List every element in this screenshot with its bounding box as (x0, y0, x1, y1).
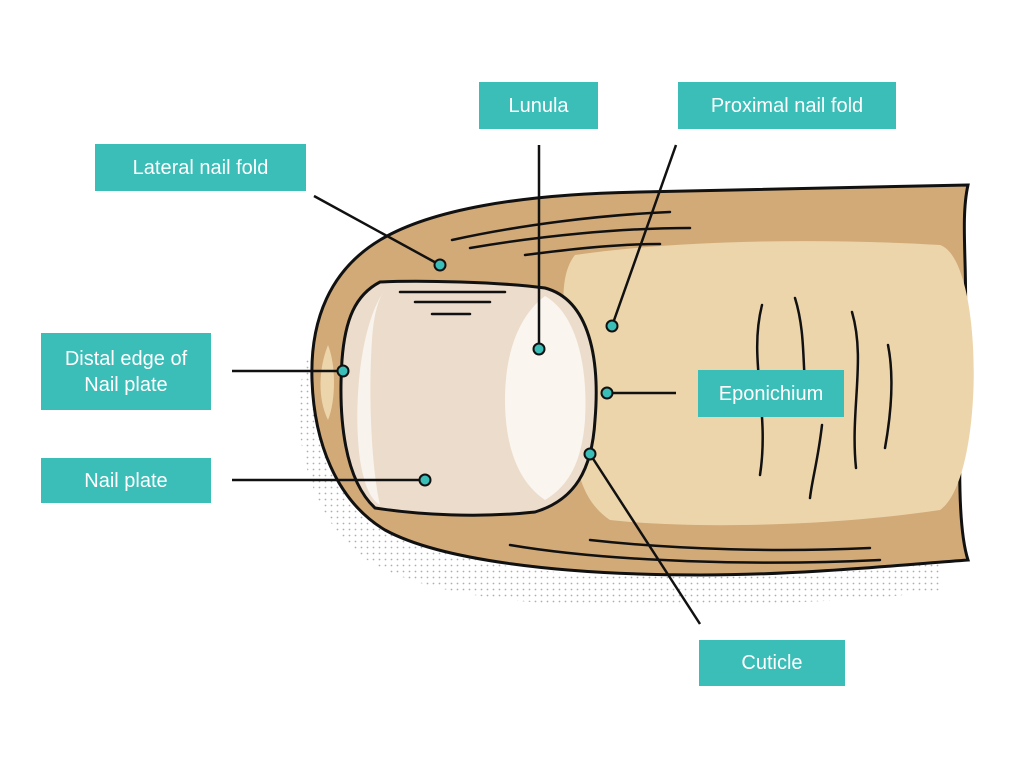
nail-strokes (398, 290, 507, 316)
top-creases (450, 210, 692, 257)
label-distal-edge-line2: Nail plate (84, 373, 168, 396)
marker-eponichium (600, 386, 614, 400)
lunula-shape (505, 296, 586, 500)
label-lunula-text: Lunula (508, 94, 569, 117)
marker-distal-edge (336, 364, 350, 378)
finger-shadow (298, 330, 940, 607)
pointer-lines (232, 144, 702, 625)
marker-proximal-nail-fold (605, 319, 619, 333)
label-proximal-nail-fold: Proximal nail fold (678, 82, 896, 129)
marker-nail-plate (418, 473, 432, 487)
label-distal-edge-line1: Distal edge of (64, 347, 188, 370)
label-nail-plate: Nail plate (41, 458, 211, 503)
bottom-creases (508, 538, 882, 564)
marker-lateral-nail-fold (433, 258, 447, 272)
marker-lunula (532, 342, 546, 356)
label-lunula: Lunula (479, 82, 598, 129)
distal-highlight (320, 345, 334, 420)
label-lateral-nail-fold-text: Lateral nail fold (132, 156, 269, 179)
label-cuticle-text: Cuticle (741, 652, 803, 674)
label-cuticle: Cuticle (699, 640, 845, 686)
label-distal-edge: Distal edge of Nail plate (41, 333, 211, 410)
marker-cuticle (583, 447, 597, 461)
label-nail-plate-text: Nail plate (84, 469, 168, 492)
markers (336, 258, 619, 487)
label-lateral-nail-fold: Lateral nail fold (95, 144, 306, 191)
nail-highlight (357, 290, 385, 505)
label-eponichium-text: Eponichium (718, 382, 824, 405)
label-eponichium: Eponichium (698, 370, 844, 417)
label-proximal-nail-fold-text: Proximal nail fold (710, 94, 864, 117)
